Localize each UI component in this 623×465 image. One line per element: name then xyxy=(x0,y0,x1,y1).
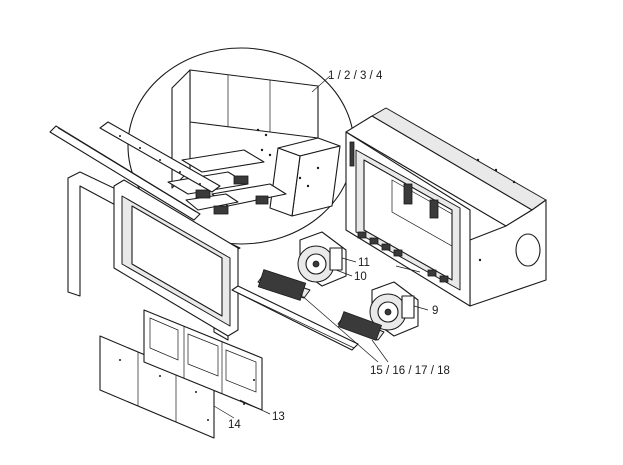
callout-gaskets: 15 / 16 / 17 / 18 xyxy=(299,293,450,377)
blower-upper xyxy=(297,231,347,287)
callout-louver-right-label: 13 xyxy=(272,411,285,423)
callout-fan-upper: 10 xyxy=(335,269,367,283)
gasket-pieces xyxy=(257,269,385,341)
callout-refractory-label: 1 / 2 / 3 / 4 xyxy=(328,70,383,82)
callout-gaskets-label: 15 / 16 / 17 / 18 xyxy=(370,365,450,377)
callout-louver-left: 14 xyxy=(213,405,241,431)
callout-fan-upper-top: 11 xyxy=(341,257,370,269)
door-seal-strip xyxy=(231,285,359,351)
callout-fan-upper-label: 10 xyxy=(354,271,367,283)
callout-fan-upper-top-label: 11 xyxy=(358,257,370,269)
callout-louver-left-label: 14 xyxy=(228,419,241,431)
callout-refractory: 1 / 2 / 3 / 4 xyxy=(311,70,383,93)
callout-louver-right: 13 xyxy=(239,399,285,423)
firebox-body xyxy=(345,107,547,307)
blower-lower xyxy=(369,281,419,337)
louver-panels xyxy=(99,309,263,439)
callout-fan-lower-label: 9 xyxy=(432,305,438,317)
refractory-detail-circle xyxy=(127,47,355,245)
callout-fan-lower: 9 xyxy=(413,305,438,317)
front-frame xyxy=(49,121,241,341)
